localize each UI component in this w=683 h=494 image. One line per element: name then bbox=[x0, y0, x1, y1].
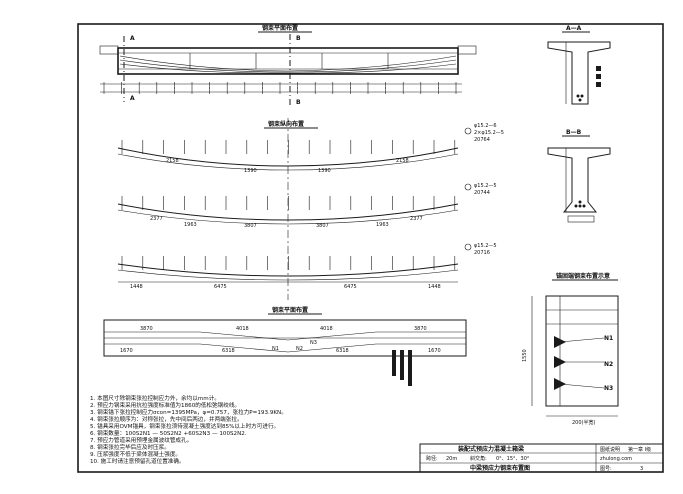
svg-text:1448: 1448 bbox=[428, 284, 441, 290]
svg-text:2×φ15.2—5: 2×φ15.2—5 bbox=[474, 130, 504, 136]
title-block bbox=[419, 443, 664, 473]
note-line: 7. 预应力管道采用预埋金属波纹管成孔。 bbox=[90, 438, 193, 444]
svg-text:φ15.2—6: φ15.2—6 bbox=[474, 123, 497, 129]
svg-text:N3: N3 bbox=[604, 385, 613, 392]
elevation-tendon bbox=[119, 55, 457, 72]
note-line: 3. 钢束锚下张拉控制应力σcon=1395MPa，φ=0.757，张拉力P=1… bbox=[90, 410, 287, 416]
strand-callout-n2: φ15.2—5 20744 bbox=[464, 183, 497, 196]
note-line: 6. 钢束数量：100S2N1 — 50S2N2 +60S2N3 — 100S2… bbox=[90, 431, 247, 437]
svg-text:A: A bbox=[130, 35, 135, 42]
note-line: 2. 预应力钢束采用抗拉强度标准值为1860的低松弛钢绞线。 bbox=[90, 403, 241, 409]
svg-text:6318: 6318 bbox=[222, 348, 235, 354]
svg-text:2377: 2377 bbox=[410, 216, 423, 222]
title-skew-label: 斜交角: bbox=[470, 455, 487, 462]
note-line: 10. 施工时请注意预留孔道位置准确。 bbox=[90, 459, 185, 465]
svg-text:20744: 20744 bbox=[474, 190, 490, 196]
svg-text:N1: N1 bbox=[604, 335, 613, 342]
svg-text:B: B bbox=[296, 35, 301, 42]
strand-callout-n3: φ15.2—5 20716 bbox=[464, 243, 497, 256]
svg-text:φ15.2—5: φ15.2—5 bbox=[474, 183, 497, 189]
note-line: 8. 钢束张拉完毕后应及时压浆。 bbox=[90, 445, 170, 451]
general-notes: 1. 本图尺寸除钢束张拉控制应力外，余均以mm计。 2. 预应力钢束采用抗拉强度… bbox=[90, 396, 410, 466]
svg-text:2377: 2377 bbox=[150, 216, 163, 222]
strand-callout-n1: φ15.2—6 2×φ15.2—5 20764 bbox=[464, 123, 504, 143]
note-line: 5. 锚具采用OVM锚具，钢束张拉须待混凝土强度达到85%以上时方可进行。 bbox=[90, 424, 280, 430]
bearing-block bbox=[400, 350, 404, 380]
svg-text:20716: 20716 bbox=[474, 250, 490, 256]
title-sheet-label: 图号: bbox=[600, 466, 612, 472]
svg-text:1670: 1670 bbox=[120, 348, 133, 354]
svg-text:N3: N3 bbox=[310, 340, 317, 346]
section-title: 钢束纵向布置 bbox=[268, 120, 304, 128]
section-bb-title: B—B bbox=[566, 129, 582, 136]
section-aa-title: A—A bbox=[566, 25, 582, 32]
svg-text:4018: 4018 bbox=[236, 326, 249, 332]
section-aa bbox=[547, 41, 611, 105]
svg-text:2158: 2158 bbox=[396, 158, 409, 164]
cut-mark-a: A A bbox=[123, 35, 135, 102]
title-project: 装配式预应力混凝土箱梁 bbox=[457, 445, 524, 453]
svg-text:1390: 1390 bbox=[318, 168, 331, 174]
title-skew-value: 0°、15°、30° bbox=[496, 456, 530, 462]
anchorage-detail: N1 N2 N3 1550 200(半宽) bbox=[522, 295, 619, 426]
svg-text:6475: 6475 bbox=[344, 284, 357, 290]
svg-text:3807: 3807 bbox=[316, 223, 329, 229]
svg-text:N2: N2 bbox=[296, 346, 303, 352]
svg-text:1963: 1963 bbox=[184, 222, 197, 228]
svg-text:N2: N2 bbox=[604, 361, 613, 368]
plan-view: 3870 4018 4018 3870 1670 6318 6318 1670 … bbox=[103, 319, 467, 386]
section-bb bbox=[547, 147, 611, 223]
svg-text:1670: 1670 bbox=[428, 348, 441, 354]
svg-text:6318: 6318 bbox=[336, 348, 349, 354]
tendon-row-2: 2377 1963 3807 3807 1963 2377 bbox=[117, 196, 459, 229]
svg-text:φ15.2—5: φ15.2—5 bbox=[474, 243, 497, 249]
beam-outline bbox=[117, 47, 459, 75]
title-sheet-value: 3 bbox=[640, 466, 643, 472]
note-line: 4. 钢束张拉顺序为：对称张拉，先中间后两边，并两端张拉。 bbox=[90, 417, 243, 423]
svg-text:1390: 1390 bbox=[244, 168, 257, 174]
note-line: 9. 压浆强度不低于梁体混凝土强度。 bbox=[90, 452, 182, 458]
svg-text:B: B bbox=[296, 99, 301, 106]
elevation-view bbox=[99, 45, 477, 94]
title-span-label: 跨径: bbox=[426, 455, 438, 462]
svg-text:A: A bbox=[130, 95, 135, 102]
cut-mark-b: B B bbox=[289, 34, 301, 106]
bearing-block bbox=[392, 350, 396, 376]
svg-text:3807: 3807 bbox=[244, 223, 257, 229]
svg-text:2158: 2158 bbox=[166, 158, 179, 164]
plan-title: 钢束平面布置 bbox=[272, 306, 308, 314]
sheet-border bbox=[77, 23, 664, 473]
title-drawing-name: 中梁预应力钢束布置图 bbox=[470, 464, 530, 472]
svg-text:6475: 6475 bbox=[214, 284, 227, 290]
title-chapter: 第一章 I级 bbox=[628, 446, 651, 453]
svg-text:4018: 4018 bbox=[320, 326, 333, 332]
title-drawing-label: 图纸说明 bbox=[600, 446, 620, 453]
elevation-tendon bbox=[119, 59, 457, 73]
svg-text:1550: 1550 bbox=[522, 349, 528, 362]
elevation-tendon bbox=[119, 63, 457, 74]
svg-text:1963: 1963 bbox=[376, 222, 389, 228]
title-span-value: 20m bbox=[446, 456, 457, 462]
svg-text:1448: 1448 bbox=[130, 284, 143, 290]
svg-text:3870: 3870 bbox=[414, 326, 427, 332]
elevation-title: 钢束平面布置 bbox=[262, 24, 298, 32]
note-line: 1. 本图尺寸除钢束张拉控制应力外，余均以mm计。 bbox=[90, 396, 220, 402]
svg-text:N1: N1 bbox=[272, 346, 279, 352]
svg-text:3870: 3870 bbox=[140, 326, 153, 332]
bearing-block bbox=[408, 350, 412, 386]
title-watermark: zhulong.com bbox=[600, 456, 632, 462]
svg-text:200(半宽): 200(半宽) bbox=[572, 419, 595, 426]
svg-text:20764: 20764 bbox=[474, 137, 490, 143]
detail-title: 锚固端钢束布置示意 bbox=[556, 272, 610, 280]
